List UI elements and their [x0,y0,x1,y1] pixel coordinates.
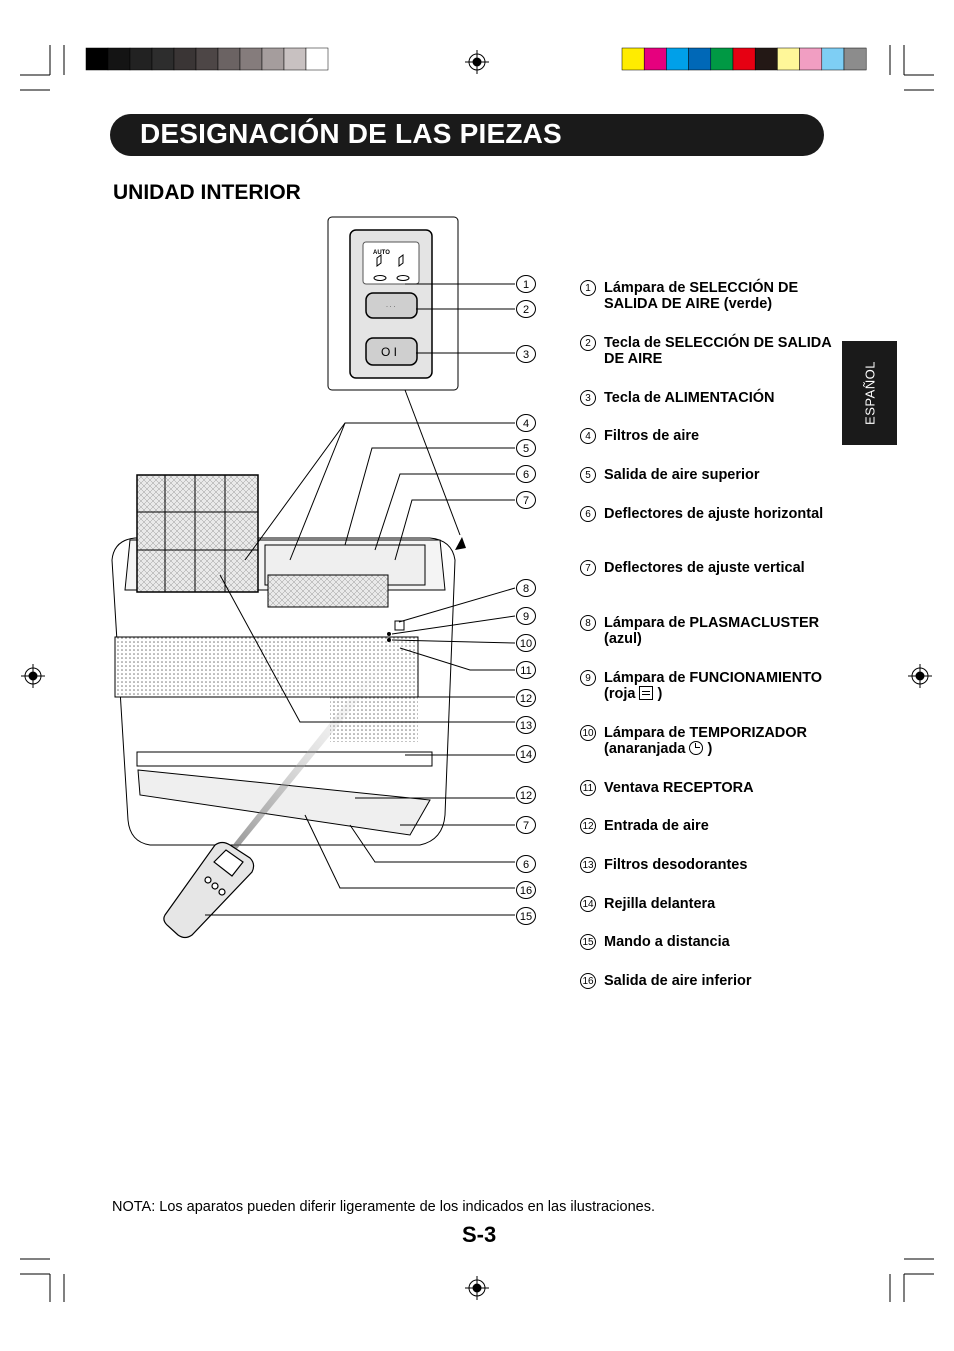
legend-text: Lámpara de TEMPORIZADOR (anaranjada ) [604,725,854,757]
legend-label: Salida de aire inferior [604,973,752,989]
legend-number: 16 [580,973,596,989]
legend-number: 6 [580,506,596,522]
legend-text: Filtros de aire [604,428,854,444]
legend-number: 11 [580,780,596,796]
legend-suffix: ) [657,686,663,702]
callout-number: 15 [516,907,536,925]
legend-text: Ventava RECEPTORA [604,780,854,796]
legend-number: 8 [580,615,596,631]
legend-number: 3 [580,390,596,406]
legend-text: Salida de aire inferior [604,973,854,989]
callout-number: 7 [516,816,536,834]
color-swatch [843,47,867,71]
remote-control [163,841,255,939]
legend-text: Lámpara de FUNCIONAMIENTO (roja ) [604,670,854,702]
legend-suffix: ) [707,741,713,757]
legend-label: Entrada de aire [604,818,709,834]
legend-number: 2 [580,335,596,351]
legend-number: 7 [580,560,596,576]
legend-text: Entrada de aire [604,818,854,834]
legend-text: Mando a distancia [604,934,854,950]
legend-number: 15 [580,934,596,950]
callout-number: 8 [516,579,536,597]
legend-label: Tecla de SELECCIÓN DE SALIDA DE AIRE [604,335,832,367]
legend-label: Tecla de ALIMENTACIÓN [604,390,775,406]
page-number: S-3 [462,1222,497,1247]
legend-number: 10 [580,725,596,741]
callout-number: 10 [516,634,536,652]
callout-number: 11 [516,661,536,679]
callout-number: 5 [516,439,536,457]
legend-text: Salida de aire superior [604,467,854,483]
callout-number: 2 [516,300,536,318]
legend-number: 14 [580,896,596,912]
callout-number: 7 [516,491,536,509]
title-bar [110,114,824,156]
legend-number: 9 [580,670,596,686]
callout-number: 16 [516,881,536,899]
legend-text: Filtros desodorantes [604,857,854,873]
legend-label: Deflectores de ajuste horizontal [604,506,824,522]
legend-text: Lámpara de PLASMACLUSTER (azul) [604,615,854,647]
svg-text:· · ·: · · · [386,304,395,310]
legend-number: 12 [580,818,596,834]
footnote: NOTA: Los aparatos pueden diferir ligera… [112,1199,655,1215]
legend-label: Ventava RECEPTORA [604,780,754,796]
air-filter [136,474,259,593]
power-button-label: O I [381,345,397,359]
legend-number: 1 [580,280,596,296]
legend-label: Deflectores de ajuste vertical [604,560,805,576]
operation-lamp-icon [639,686,654,700]
legend-label: Lámpara de PLASMACLUSTER (azul) [604,615,820,647]
language-tab: ESPAÑOL [842,341,897,445]
legend-label: Mando a distancia [604,934,730,950]
legend-number: 13 [580,857,596,873]
callout-number: 6 [516,465,536,483]
legend-text: Rejilla delantera [604,896,854,912]
legend-text: Deflectores de ajuste horizontal [604,506,854,522]
gray-swatch [305,47,329,71]
callout-number: 9 [516,607,536,625]
control-panel-detail: AUTO · · · O I [327,216,459,391]
callout-number: 12 [516,689,536,707]
legend-text: Deflectores de ajuste vertical [604,560,854,576]
legend-label: Filtros desodorantes [604,857,748,873]
legend-label: Lámpara de FUNCIONAMIENTO (roja [604,670,823,702]
callout-number: 13 [516,716,536,734]
legend-label: Lámpara de SELECCIÓN DE SALIDA DE AIRE (… [604,280,799,312]
callout-number: 1 [516,275,536,293]
legend-text: Tecla de SELECCIÓN DE SALIDA DE AIRE [604,335,854,367]
legend-number: 4 [580,428,596,444]
legend-label: Rejilla delantera [604,896,716,912]
page-title: DESIGNACIÓN DE LAS PIEZAS [140,118,562,149]
callout-number: 6 [516,855,536,873]
section-subtitle: UNIDAD INTERIOR [113,181,301,204]
callout-number: 12 [516,786,536,804]
legend-text: Lámpara de SELECCIÓN DE SALIDA DE AIRE (… [604,280,854,312]
legend-text: Tecla de ALIMENTACIÓN [604,390,854,406]
callout-number: 14 [516,745,536,763]
callout-number: 4 [516,414,536,432]
legend-label: Salida de aire superior [604,467,760,483]
callout-number: 3 [516,345,536,363]
panel-auto-label: AUTO [373,250,390,256]
timer-clock-icon [689,741,704,755]
legend-number: 5 [580,467,596,483]
legend-label: Lámpara de TEMPORIZADOR (anaranjada [604,725,808,757]
legend-label: Filtros de aire [604,428,700,444]
